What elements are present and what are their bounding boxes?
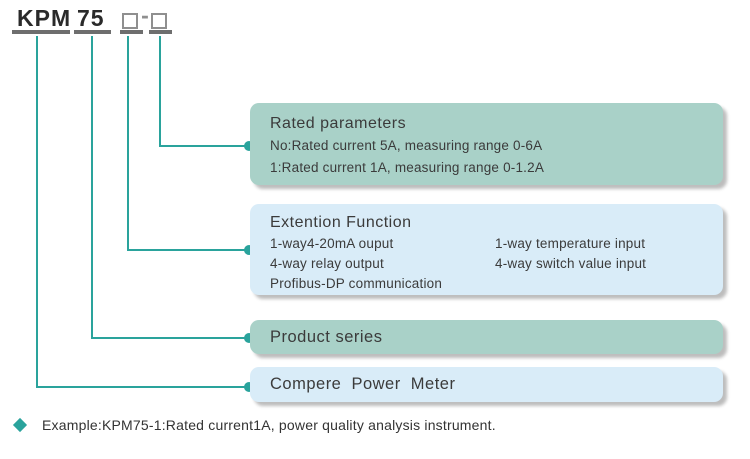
- box-line: Profibus-DP communication: [270, 276, 443, 291]
- product-series-box: Product series: [250, 320, 723, 354]
- compere-power-meter-box: Compere Power Meter: [250, 367, 723, 402]
- box-line: 1-way4-20mA ouput: [270, 236, 394, 251]
- connector-line-rated: [159, 145, 246, 147]
- placeholder-box-icon: [122, 13, 138, 29]
- connector-line-75: [91, 36, 93, 338]
- underline-75: [74, 30, 111, 34]
- connector-dot: [244, 245, 254, 255]
- box-title: Extention Function: [270, 214, 412, 231]
- model-code-segment-75: 75: [77, 5, 105, 31]
- box-line: No:Rated current 5A, measuring range 0-6…: [270, 138, 543, 153]
- connector-line-rated: [159, 36, 161, 146]
- underline-kpm: [12, 30, 70, 34]
- placeholder-box-icon: [151, 13, 167, 29]
- connector-line-extension: [127, 36, 129, 250]
- connector-dot: [244, 382, 254, 392]
- connector-line-extension: [127, 249, 246, 251]
- example-row: Example:KPM75-1:Rated current1A, power q…: [12, 417, 496, 433]
- box-line: 1:Rated current 1A, measuring range 0-1.…: [270, 160, 545, 175]
- rated-parameters-box: Rated parameters No:Rated current 5A, me…: [250, 103, 723, 185]
- box-title: Product series: [270, 327, 383, 346]
- model-code-segment-kpm: KPM: [17, 5, 72, 31]
- extension-function-box: Extention Function 1-way4-20mA ouput 1-w…: [250, 204, 723, 295]
- box-title: Compere Power Meter: [270, 375, 456, 393]
- diamond-bullet-icon: [12, 417, 28, 433]
- connector-line-75: [91, 337, 246, 339]
- box-title: Rated parameters: [270, 115, 407, 132]
- connector-dot: [244, 333, 254, 343]
- connector-line-kpm: [36, 386, 246, 388]
- box-line: 1-way temperature input: [495, 236, 646, 251]
- model-code-separator: -: [141, 2, 149, 28]
- underline-placeholder-2: [149, 30, 172, 34]
- example-text: Example:KPM75-1:Rated current1A, power q…: [42, 417, 496, 433]
- connector-dot: [244, 141, 254, 151]
- connector-line-kpm: [36, 36, 38, 387]
- box-line: 4-way switch value input: [495, 256, 647, 271]
- underline-placeholder-1: [120, 30, 143, 34]
- box-line: 4-way relay output: [270, 256, 384, 271]
- box-line: [495, 274, 713, 294]
